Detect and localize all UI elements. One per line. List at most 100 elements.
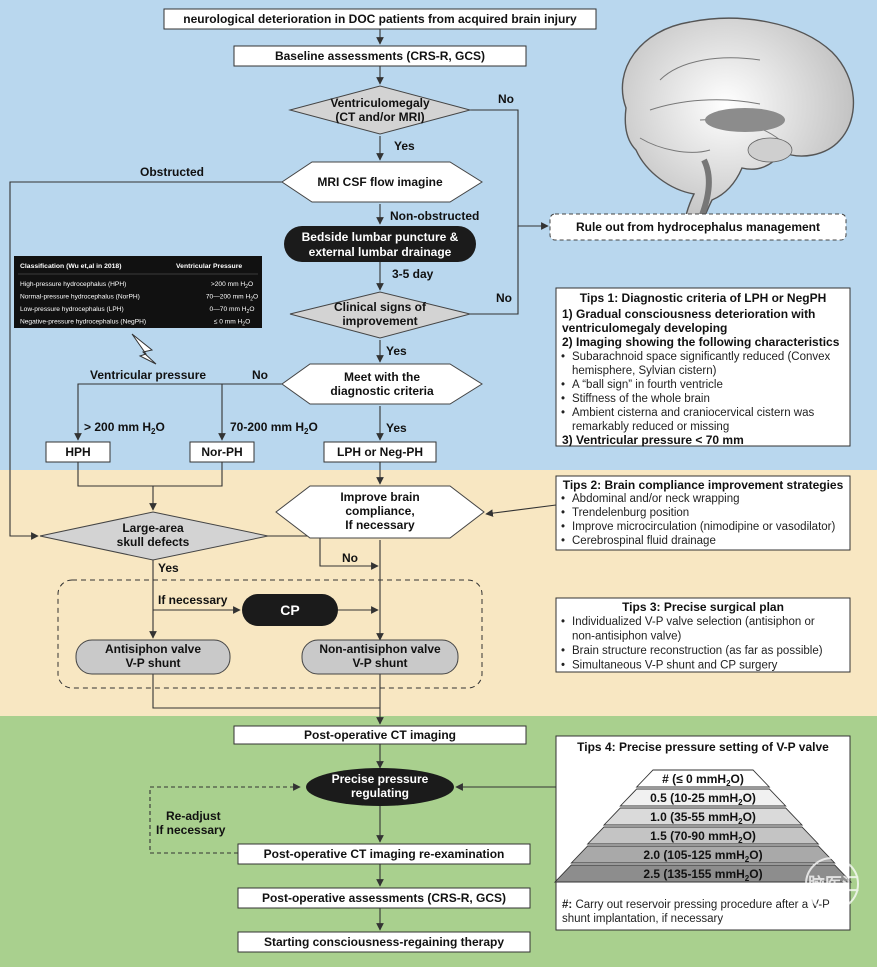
edge-if-necessary: If necessary: [158, 593, 228, 607]
table-header-class: Classification (Wu et,al in 2018): [20, 263, 121, 270]
tips2-bullet: •: [561, 493, 565, 505]
pyramid-level-label: # (≤ 0 mmH2O): [662, 772, 744, 788]
pyramid-level: [619, 788, 787, 807]
node-therapy: Starting consciousness-regaining therapy: [264, 935, 504, 949]
edge-ventricular-pressure: Ventricular pressure: [90, 368, 206, 382]
table-row-label: High-pressure hydrocephalus (HPH): [20, 281, 126, 288]
node-meet-1: Meet with the: [344, 370, 420, 384]
tips1-bullet: •: [561, 351, 565, 363]
tips1-line: Stiffness of the whole brain: [572, 393, 710, 405]
tips2-box: Tips 2: Brain compliance improvement str…: [555, 475, 851, 551]
node-postop-assess: Post-operative assessments (CRS-R, GCS): [262, 891, 506, 905]
tips2-line: Trendelenburg position: [572, 507, 689, 519]
node-mri-csf: MRI CSF flow imagine: [317, 175, 443, 189]
edge-70-200: 70-200 mm H2O: [230, 420, 318, 436]
node-antisiphon-1: Antisiphon valve: [105, 642, 201, 656]
tips2-bullet: •: [561, 535, 565, 547]
table-row-pressure: 0—70 mm H2O: [210, 306, 255, 315]
node-lph-negph: LPH or Neg-PH: [337, 445, 423, 459]
tips1-line: ventriculomegaly developing: [562, 321, 727, 335]
tips1-title: Tips 1: Diagnostic criteria of LPH or Ne…: [580, 291, 827, 305]
tips1-line: 3) Ventricular pressure < 70 mm: [562, 433, 744, 447]
edge-yes-4: Yes: [158, 561, 179, 575]
pressure-pyramid: # (≤ 0 mmH2O) 0.5 (10-25 mmH2O) 1.0 (35-55…: [553, 769, 853, 883]
node-skull-2: skull defects: [117, 535, 190, 549]
edge-yes-2: Yes: [386, 344, 407, 358]
tips2-line: Abdominal and/or neck wrapping: [572, 493, 740, 505]
node-lumbar-1: Bedside lumbar puncture &: [302, 230, 459, 244]
pyramid-level: [553, 864, 853, 883]
table-header-pressure: Ventricular Pressure: [176, 263, 242, 270]
node-postop-ct-reexam: Post-operative CT imaging re-examination: [264, 847, 505, 861]
pyramid-level: [586, 826, 820, 845]
edge-readjust-1: Re-adjust: [166, 809, 221, 823]
node-improve-3: If necessary: [345, 518, 415, 532]
table-row-label: Normal-pressure hydrocephalus (NorPH): [20, 294, 140, 301]
tips2-lines: • Abdominal and/or neck wrapping • Trendele…: [561, 493, 835, 547]
node-improve-1: Improve brain: [340, 490, 419, 504]
edge-gt200: > 200 mm H2O: [84, 420, 165, 436]
tips3-line: Brain structure reconstruction (as far a…: [572, 645, 823, 657]
node-lumbar-2: external lumbar drainage: [309, 245, 452, 259]
tips2-bullet: •: [561, 521, 565, 533]
node-start: neurological deterioration in DOC patien…: [183, 12, 577, 26]
tips4-box: Tips 4: Precise pressure setting of V-P …: [553, 735, 853, 931]
tips1-bullet: •: [561, 393, 565, 405]
table-row-label: Negative-pressure hydrocephalus (NegPH): [20, 319, 146, 326]
tips1-line: A “ball sign” in fourth ventricle: [572, 379, 723, 391]
node-improve-2: compliance,: [345, 504, 414, 518]
edge-no-3: No: [252, 368, 268, 382]
tips1-line: Ambient cisterna and craniocervical cist…: [572, 407, 814, 419]
edge-yes-3: Yes: [386, 421, 407, 435]
node-labels: neurological deterioration in DOC patien…: [65, 12, 820, 949]
tips3-bullet: •: [561, 616, 565, 628]
edge-no-4: No: [342, 551, 358, 565]
tips3-line: Simultaneous V-P shunt and CP surgery: [572, 660, 778, 672]
edge-readjust-2: If necessary: [156, 823, 226, 837]
pyramid-level-label: 2.0 (105-125 mmH2O): [643, 848, 762, 864]
node-clinical-2: improvement: [342, 314, 417, 328]
table-row-pressure: 70—200 mm H2O: [206, 294, 258, 303]
tips3-line: non-antisiphon valve): [572, 631, 681, 643]
edge-obstructed: Obstructed: [140, 165, 204, 179]
tips1-line: remarkably reduced or missing: [572, 421, 729, 433]
table-row-label: Low-pressure hydrocephalus (LPH): [20, 306, 124, 313]
tips4-title: Tips 4: Precise pressure setting of V-P …: [577, 740, 829, 754]
node-shapes: [39, 8, 847, 953]
pyramid-level-label: 1.0 (35-55 mmH2O): [650, 810, 756, 826]
tips2-line: Cerebrospinal fluid drainage: [572, 535, 716, 547]
classification-table: Classification (Wu et,al in 2018) Ventri…: [14, 256, 262, 328]
tips1-bullet: •: [561, 407, 565, 419]
table-row-pressure: ≤ 0 mm H2O: [214, 319, 250, 328]
node-rule-out: Rule out from hydrocephalus management: [576, 220, 820, 234]
node-clinical-1: Clinical signs of: [334, 300, 427, 314]
pyramid-level-label: 0.5 (10-25 mmH2O): [650, 791, 756, 807]
node-meet-2: diagnostic criteria: [330, 384, 434, 398]
node-cp: CP: [280, 602, 299, 618]
node-non-antisiphon-1: Non-antisiphon valve: [319, 642, 441, 656]
tips1-line: hemisphere, Sylvian cistern): [572, 365, 717, 377]
pyramid-level: [602, 807, 804, 826]
edge-no-1: No: [498, 92, 514, 106]
node-antisiphon-2: V-P shunt: [125, 656, 180, 670]
tips1-box: Tips 1: Diagnostic criteria of LPH or Ne…: [555, 287, 851, 447]
tips3-bullet: •: [561, 645, 565, 657]
tips3-lines: •Individualized V-P valve selection (ant…: [561, 616, 823, 672]
pyramid-level-label: 1.5 (70-90 mmH2O): [650, 829, 756, 845]
node-hph: HPH: [65, 445, 90, 459]
tips1-bullet: •: [561, 379, 565, 391]
tips1-line: 1) Gradual consciousness deterioration w…: [562, 307, 815, 321]
node-baseline: Baseline assessments (CRS-R, GCS): [275, 49, 485, 63]
node-skull-1: Large-area: [122, 521, 184, 535]
edge-non-obstructed: Non-obstructed: [390, 209, 479, 223]
edge-yes-1: Yes: [394, 139, 415, 153]
tips1-lines: 1) Gradual consciousness deterioration w…: [561, 307, 840, 447]
tips1-line: Subarachnoid space significantly reduced…: [572, 351, 831, 363]
watermark: 脑医汇: [805, 857, 859, 911]
watermark-text: 脑医汇: [808, 874, 859, 895]
node-precise-1: Precise pressure: [332, 772, 429, 786]
table-row-pressure: >200 mm H2O: [211, 281, 253, 290]
edge-days: 3-5 day: [392, 267, 434, 281]
